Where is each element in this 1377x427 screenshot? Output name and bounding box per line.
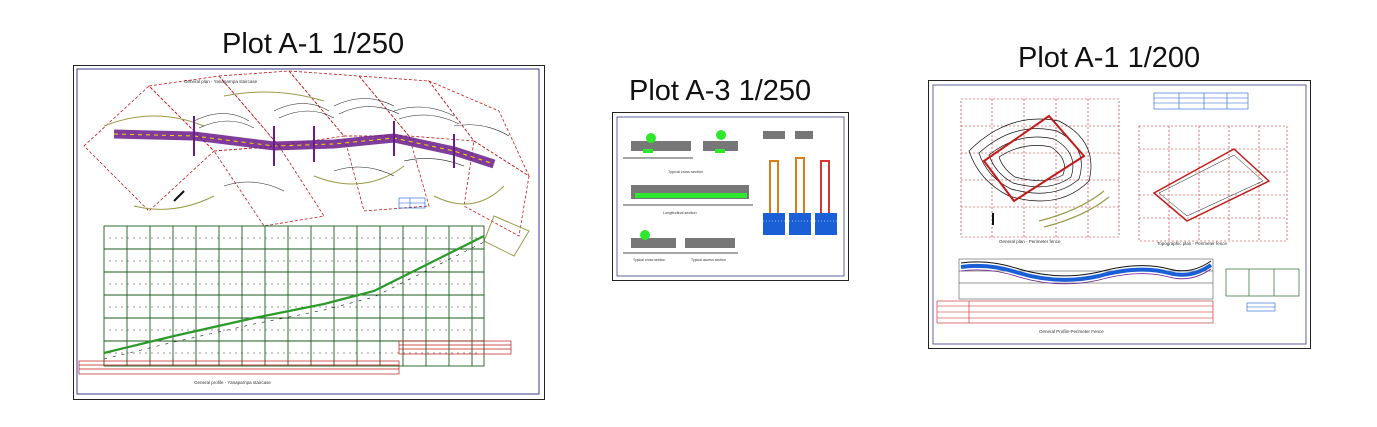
sheet-3-canvas: General plan - Perimeter fence Topograph… [932,84,1307,345]
north-arrow-icon [173,190,185,202]
sheet-2-canvas: Typical cross section Longitudinal secti… [616,116,845,277]
sheet-2-title: Plot A-3 1/250 [629,75,812,107]
sheet-1-canvas: General plan - Yanaparnpa staircase [76,68,540,395]
sheet-1-drawing[interactable]: General plan - Yanaparnpa staircase [73,65,545,400]
sheet-3-title: Plot A-1 1/200 [1018,42,1201,74]
sheet-2-caption-4: Typical access section [691,258,726,262]
sheet-3-plan-caption: General plan - Perimeter fence [999,239,1061,244]
sheet-3-topo-caption: Topographic plan - Perimeter fence [1157,241,1228,246]
sheet-1-title: Plot A-1 1/250 [222,28,405,60]
sheet-2-caption-1: Typical cross section [668,170,703,174]
sheet-3-profile-caption: General Profile-Perimeter Fence [1039,329,1104,334]
sheet-2-caption-2: Longitudinal section [663,211,697,215]
sheet-3-drawing[interactable]: General plan - Perimeter fence Topograph… [928,80,1311,349]
sheet-2-drawing[interactable]: Typical cross section Longitudinal secti… [612,112,849,281]
sheet-2-caption-3: Typical cross section [633,258,665,262]
sheet-1-plan-caption: General plan - Yanaparnpa staircase [184,79,258,84]
sheet-1-profile-caption: General profile - Yanaparnpa staircase [194,380,271,385]
